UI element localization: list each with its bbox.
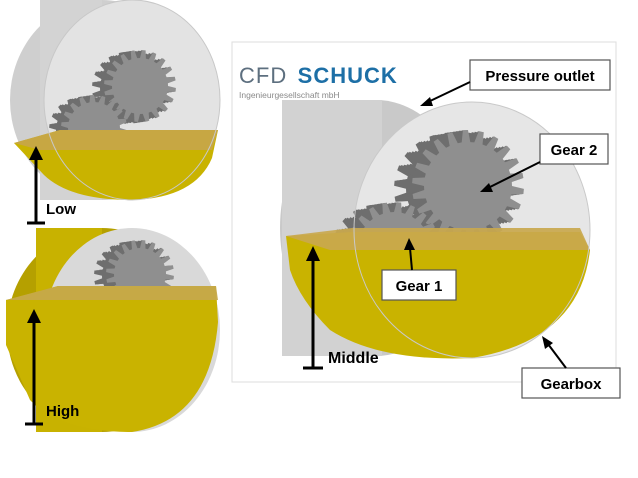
panel-high: High xyxy=(6,228,220,432)
oil-body xyxy=(6,286,218,432)
callout-gear-2: Gear 2 xyxy=(480,133,609,192)
pressure-outlet-label: Pressure outlet xyxy=(485,68,594,85)
oil-surface xyxy=(14,130,218,150)
panel-low: Low xyxy=(0,0,221,226)
callout-gearbox: Gearbox xyxy=(521,336,621,399)
level-indicator-middle xyxy=(303,246,323,370)
brand-subtitle: Ingenieurgesellschaft mbH xyxy=(239,90,340,100)
label-middle: Middle xyxy=(328,350,379,367)
svg-text:CFD SCHUCK: CFD SCHUCK xyxy=(239,63,398,88)
panel-main: CFD SCHUCK Ingenieurgesellschaft mbH Mid… xyxy=(231,41,621,399)
gear-face xyxy=(104,50,176,122)
brand-name-part1: CFD xyxy=(239,63,287,88)
callout-gear-1: Gear 1 xyxy=(381,238,457,301)
gearbox-label: Gearbox xyxy=(541,376,603,393)
level-indicator-high xyxy=(25,309,43,426)
label-low: Low xyxy=(46,201,76,218)
brand-logo: CFD SCHUCK Ingenieurgesellschaft mbH xyxy=(239,63,398,100)
gear-2 xyxy=(92,50,176,124)
callout-pressure-outlet: Pressure outlet xyxy=(420,59,611,106)
level-indicator-low xyxy=(27,146,45,225)
oil-surface xyxy=(6,286,218,300)
oil-surface xyxy=(286,228,590,250)
gear1-label: Gear 1 xyxy=(396,278,443,295)
gear-face xyxy=(412,130,524,242)
label-high: High xyxy=(46,403,79,420)
gear2-label: Gear 2 xyxy=(551,142,598,159)
brand-name-part2: SCHUCK xyxy=(298,63,398,88)
